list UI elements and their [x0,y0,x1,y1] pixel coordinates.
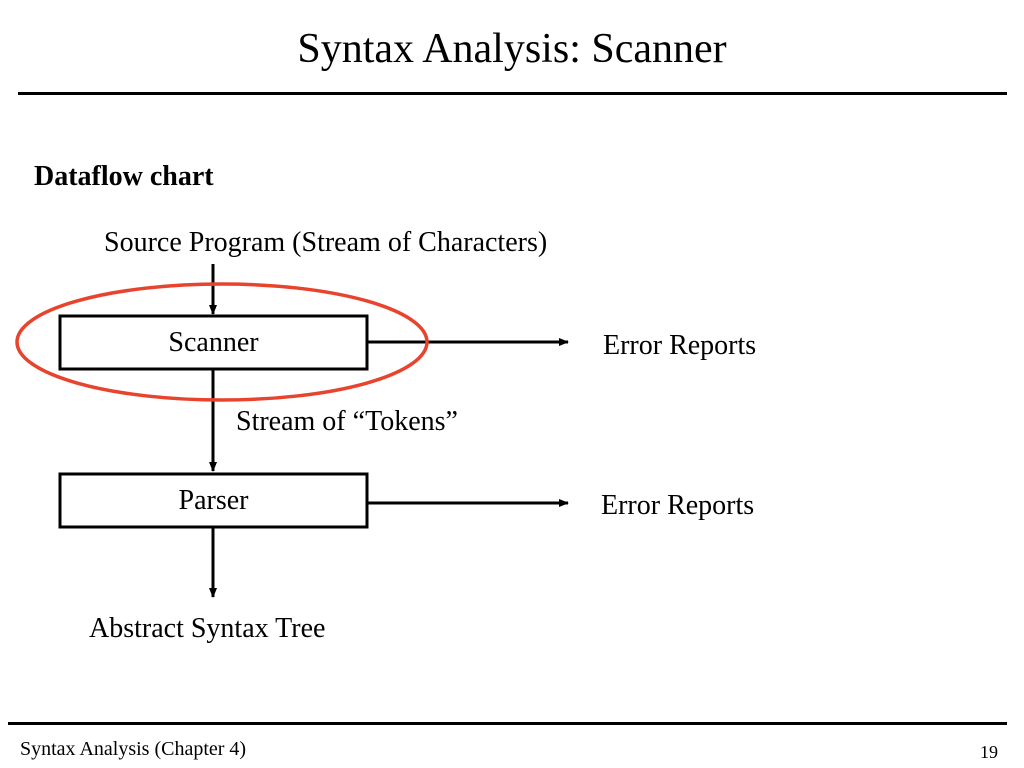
parser-error-reports-label: Error Reports [601,490,755,521]
parser-box [58,472,369,529]
title-divider [18,92,1007,95]
footer-chapter-label: Syntax Analysis (Chapter 4) [20,738,247,760]
scanner-label: Scanner [168,327,259,358]
scanner-error-reports-label: Error Reports [603,330,757,361]
page-number: 19 [980,742,998,762]
scanner-box [58,314,369,371]
slide-title: Syntax Analysis: Scanner [297,26,727,72]
abstract-syntax-tree-label: Abstract Syntax Tree [89,613,326,644]
footer-divider [8,722,1007,725]
section-heading: Dataflow chart [34,161,214,192]
source-program-label: Source Program (Stream of Characters) [104,227,548,258]
parser-label: Parser [178,485,249,516]
tokens-stream-label: Stream of “Tokens” [236,406,458,437]
scanner-highlight-ellipse [15,282,429,402]
